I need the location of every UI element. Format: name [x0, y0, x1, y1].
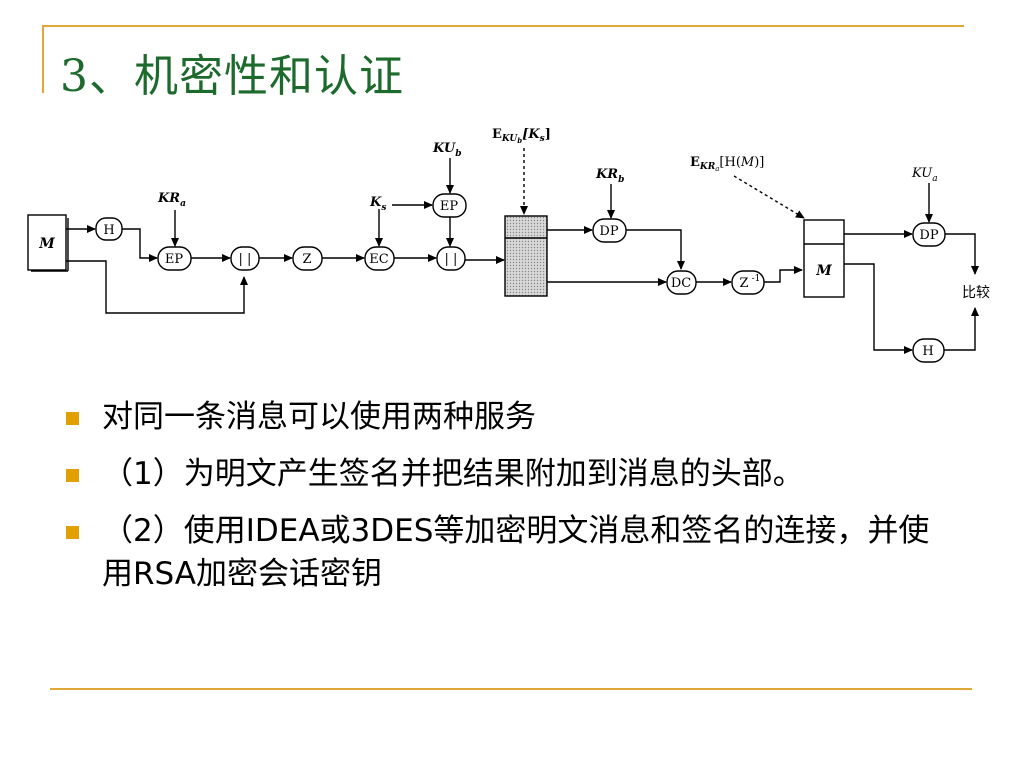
bullet-square-icon: [66, 412, 79, 425]
compare-label: 比较: [962, 285, 990, 301]
encrypt-conventional-node-label: EC: [369, 252, 388, 267]
decrypt-private-node-1-label: DP: [599, 224, 618, 239]
decrypt-private-node-1: [592, 218, 627, 243]
bullet-text: （2）使用IDEA或3DES等加密明文消息和签名的连接，并使用RSA加密会话密钥: [102, 513, 930, 592]
concat-node-1: [230, 246, 260, 271]
bullet-square-icon: [66, 526, 79, 539]
compress-node-label: Z: [302, 252, 311, 267]
decompress-node-sup: -1: [752, 274, 761, 284]
bullet-square-icon: [66, 469, 79, 482]
concat-node-2-label: | |: [445, 252, 458, 267]
ciphertext-block: [504, 215, 548, 297]
encrypt-conventional-node: [364, 246, 395, 271]
compress-node: [292, 246, 323, 271]
bullet-item: 对同一条消息可以使用两种服务: [62, 396, 952, 439]
decompress-node-label: Z: [739, 276, 748, 291]
bullet-item: （1）为明文产生签名并把结果附加到消息的头部。: [62, 453, 952, 496]
left-rule: [42, 25, 44, 93]
krb-label: KRb: [595, 167, 624, 185]
hash-node-1-label: H: [103, 223, 114, 238]
decompress-node: [731, 270, 765, 295]
concat-node-1-label: | |: [239, 252, 252, 267]
ks-label: Ks: [369, 195, 386, 213]
ekra-hm-label: EKRa[H(M)]: [690, 155, 764, 173]
decrypt-conventional-node: [666, 270, 697, 295]
decrypt-public-node-2: [912, 222, 946, 247]
message-destination-box: [803, 219, 845, 298]
encrypt-public-node-2-label: EP: [440, 199, 458, 214]
message-source-box: [27, 214, 69, 272]
kra-label: KRa: [157, 191, 186, 209]
bullet-text: （1）为明文产生签名并把结果附加到消息的头部。: [102, 456, 804, 492]
encrypt-private-node-1: [157, 246, 192, 271]
bullet-item: （2）使用IDEA或3DES等加密明文消息和签名的连接，并使用RSA加密会话密钥: [62, 510, 952, 596]
crypto-flow-diagram: M H EP | | Z EC EP | | DP DC Z -1 M DP H…: [27, 127, 990, 363]
decrypt-conventional-node-label: DC: [671, 276, 691, 291]
kub-label: KUb: [432, 141, 461, 159]
message-destination-label: M: [815, 263, 832, 279]
decrypt-public-node-2-label: DP: [919, 228, 938, 243]
bullet-text: 对同一条消息可以使用两种服务: [102, 399, 536, 435]
kua-label: KUa: [911, 166, 938, 184]
hash-node-2: [912, 338, 945, 363]
bottom-rule: [50, 688, 972, 690]
concat-node-2: [436, 246, 466, 271]
hash-node-1: [95, 217, 123, 241]
encrypt-public-node-2: [432, 193, 467, 218]
encrypt-private-node-1-label: EP: [165, 252, 183, 267]
ekub-ks-label: EKUb[Ks]: [492, 127, 551, 145]
message-source-label: M: [38, 236, 55, 252]
top-rule: [42, 25, 964, 27]
bullet-list: 对同一条消息可以使用两种服务 （1）为明文产生签名并把结果附加到消息的头部。 （…: [62, 396, 952, 610]
hash-node-2-label: H: [922, 344, 933, 359]
slide-title: 3、机密性和认证: [60, 51, 404, 102]
